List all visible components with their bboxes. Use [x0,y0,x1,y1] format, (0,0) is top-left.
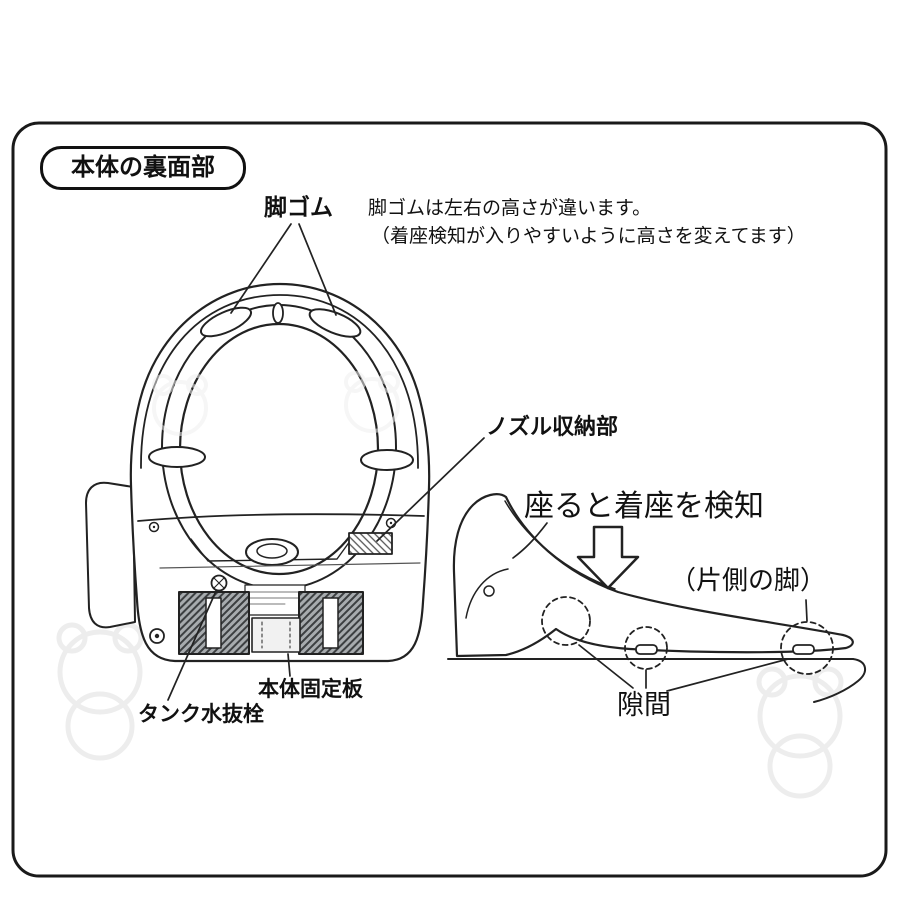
one-side-leg-label: （片側の脚） [670,565,827,595]
leg-rubber-note-line1: 脚ゴムは左右の高さが違います。 [368,198,652,219]
down-arrow-icon [576,525,640,590]
watermark-icon [152,371,400,436]
watermark-icon [56,622,844,799]
fixing-plate-label: 本体固定板 [258,678,363,701]
figure-border [11,121,888,878]
leg-rubber-label: 脚ゴム [264,194,333,220]
underside-drawing [85,282,431,663]
gap-label: 隙間 [617,690,671,720]
nozzle-storage-label: ノズル収納部 [486,414,619,439]
side-view-drawing [447,493,866,703]
section-title: 本体の裏面部 [40,146,246,190]
leader-lines [167,223,808,701]
gap-highlight-circles [541,596,834,675]
tank-drain-label: タンク水抜栓 [138,703,264,726]
leg-rubber-note-line2: （着座検知が入りやすいように高さを変えてます） [371,226,806,247]
sit-detection-label: 座ると着座を検知 [524,490,764,523]
